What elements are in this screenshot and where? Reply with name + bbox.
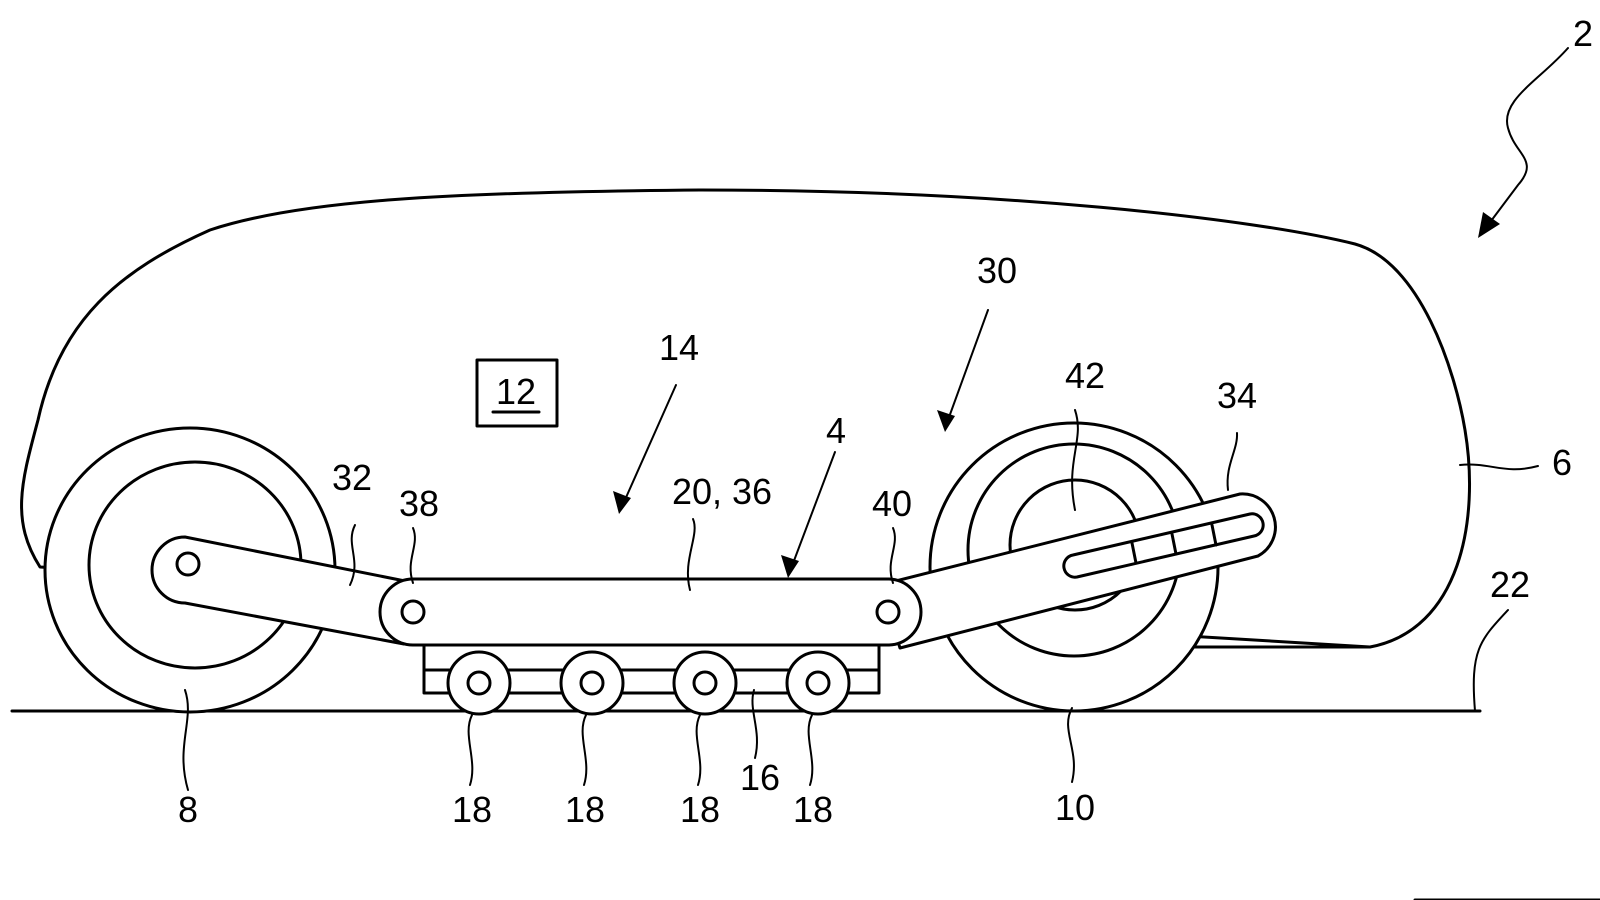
label-12: 12 — [496, 371, 536, 412]
leader-38 — [409, 527, 416, 584]
label-18-1: 18 — [452, 789, 492, 830]
leader-18-1 — [467, 714, 474, 786]
leader-18-3 — [695, 714, 702, 786]
leader-42 — [1071, 409, 1079, 511]
label-2: 2 — [1573, 13, 1593, 54]
label-18-2: 18 — [565, 789, 605, 830]
arrow-30-line — [947, 309, 989, 421]
leader-8 — [182, 689, 189, 791]
leader-32 — [349, 524, 356, 586]
label-6: 6 — [1552, 442, 1572, 483]
label-18-4: 18 — [793, 789, 833, 830]
label-20-36: 20, 36 — [672, 471, 772, 512]
label-30: 30 — [977, 250, 1017, 291]
leader-34 — [1226, 432, 1239, 491]
leader-10 — [1067, 707, 1075, 783]
label-10: 10 — [1055, 787, 1095, 828]
leader-6 — [1459, 463, 1539, 471]
left-swing-arm — [150, 535, 412, 646]
roller-4-axle — [805, 670, 831, 696]
label-34: 34 — [1217, 375, 1257, 416]
arrow-2-head — [1478, 212, 1500, 238]
carrier-bar-body — [378, 577, 923, 647]
arrow-4-head — [781, 555, 799, 578]
label-40: 40 — [872, 483, 912, 524]
leader-18-2 — [581, 714, 588, 786]
right-arm-slot-bar-2 — [1170, 532, 1178, 556]
label-18-3: 18 — [680, 789, 720, 830]
label-38: 38 — [399, 483, 439, 524]
roller-2-axle — [579, 670, 605, 696]
roller-1-axle — [466, 670, 492, 696]
label-8: 8 — [178, 789, 198, 830]
left-arm-plate — [150, 535, 412, 646]
label-42: 42 — [1065, 355, 1105, 396]
arrows — [613, 47, 1569, 578]
rollers — [446, 650, 851, 716]
roller-2 — [559, 650, 625, 716]
pivot-right-pin — [875, 599, 901, 625]
arrow-30-head — [937, 410, 955, 432]
right-arm-slot — [1062, 512, 1265, 579]
reference-numerals: 2 4 6 8 10 12 14 16 18 18 18 18 20, 36 2… — [178, 13, 1593, 830]
arrow-4-line — [791, 451, 836, 567]
label-4: 4 — [826, 410, 846, 451]
arrow-14-head — [613, 491, 631, 514]
arrow-2-line — [1484, 47, 1569, 230]
arrow-14-line — [623, 384, 677, 503]
unit-box — [475, 358, 559, 428]
roller-3-axle — [692, 670, 718, 696]
leader-lines — [182, 409, 1539, 791]
label-32: 32 — [332, 457, 372, 498]
carrier-bar — [378, 577, 923, 647]
leader-40 — [889, 527, 896, 584]
leader-18-4 — [807, 714, 814, 786]
label-22: 22 — [1490, 564, 1530, 605]
unit-box-frame — [475, 358, 559, 428]
roller-1 — [446, 650, 512, 716]
pivot-left-pin — [400, 599, 426, 625]
right-arm-slot-bar-3 — [1210, 523, 1218, 547]
left-arm-axle — [175, 551, 201, 577]
leader-22 — [1472, 609, 1509, 712]
right-arm-slot-bar-1 — [1130, 541, 1138, 565]
leader-20-36 — [686, 518, 696, 591]
right-swing-arm — [878, 492, 1277, 650]
leader-16 — [751, 689, 759, 759]
roller-3 — [672, 650, 738, 716]
label-16: 16 — [740, 757, 780, 798]
label-14: 14 — [659, 327, 699, 368]
roller-4 — [785, 650, 851, 716]
